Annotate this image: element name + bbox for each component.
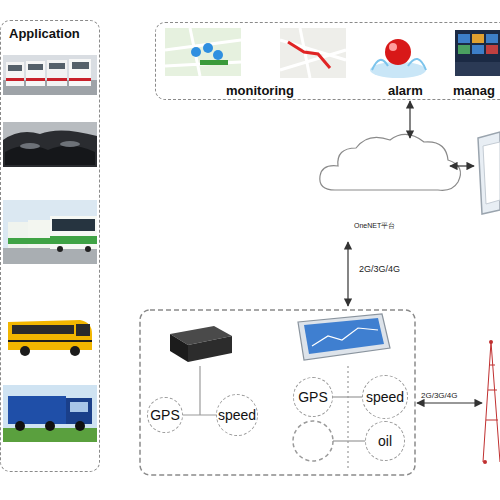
- circle-label: speed: [218, 407, 256, 423]
- sensor-circle: GPS: [147, 397, 183, 433]
- divider-line: [347, 366, 348, 470]
- cloud: [320, 134, 461, 190]
- empty-sensor-circle: [293, 421, 333, 461]
- double-arrow: [450, 165, 474, 166]
- double-arrow: [347, 242, 348, 306]
- bus-fleet-photo: [3, 200, 97, 264]
- platform-label: OneNET平台: [354, 221, 395, 231]
- double-arrow: [409, 101, 410, 138]
- circle-label: oil: [378, 433, 392, 449]
- sensor-circle: speed: [362, 375, 408, 419]
- wire: [333, 440, 365, 441]
- control-room-photo: [455, 30, 500, 76]
- connector-line: [183, 414, 216, 415]
- circle-label: GPS: [150, 407, 180, 423]
- alarm-icon: [370, 39, 426, 78]
- panel-text: manag: [453, 83, 495, 98]
- vehicle-terminal: [298, 314, 390, 360]
- truck-photo: [3, 385, 97, 442]
- panel-text: Application: [9, 26, 80, 41]
- terminal-group-frame: [140, 310, 415, 475]
- tablet-device: [478, 132, 500, 214]
- network-label: 2G/3G/4G: [421, 391, 457, 400]
- circle-label: speed: [366, 389, 404, 405]
- connector-line: [333, 396, 362, 397]
- panel-text: alarm: [388, 83, 423, 98]
- sensor-circle: speed: [216, 394, 258, 436]
- sensor-circle: GPS: [293, 377, 333, 417]
- application-panel: Application: [0, 20, 100, 472]
- route-map: [280, 28, 346, 78]
- panel-text: monitoring: [226, 83, 294, 98]
- circle-label: GPS: [298, 389, 328, 405]
- truck-fleet-photo: [3, 55, 97, 95]
- sensor-circle: oil: [365, 421, 405, 461]
- dvr-device: [170, 326, 232, 362]
- map-thumbnail: [165, 28, 241, 76]
- platform-panel: monitoring alarm manag: [155, 22, 500, 100]
- school-bus-photo: [3, 312, 97, 358]
- car-fleet-photo: [3, 122, 97, 167]
- wire: [199, 366, 200, 415]
- network-label: 2G/3G/4G: [359, 264, 400, 274]
- antenna-tower: [483, 340, 500, 464]
- double-arrow: [417, 402, 482, 403]
